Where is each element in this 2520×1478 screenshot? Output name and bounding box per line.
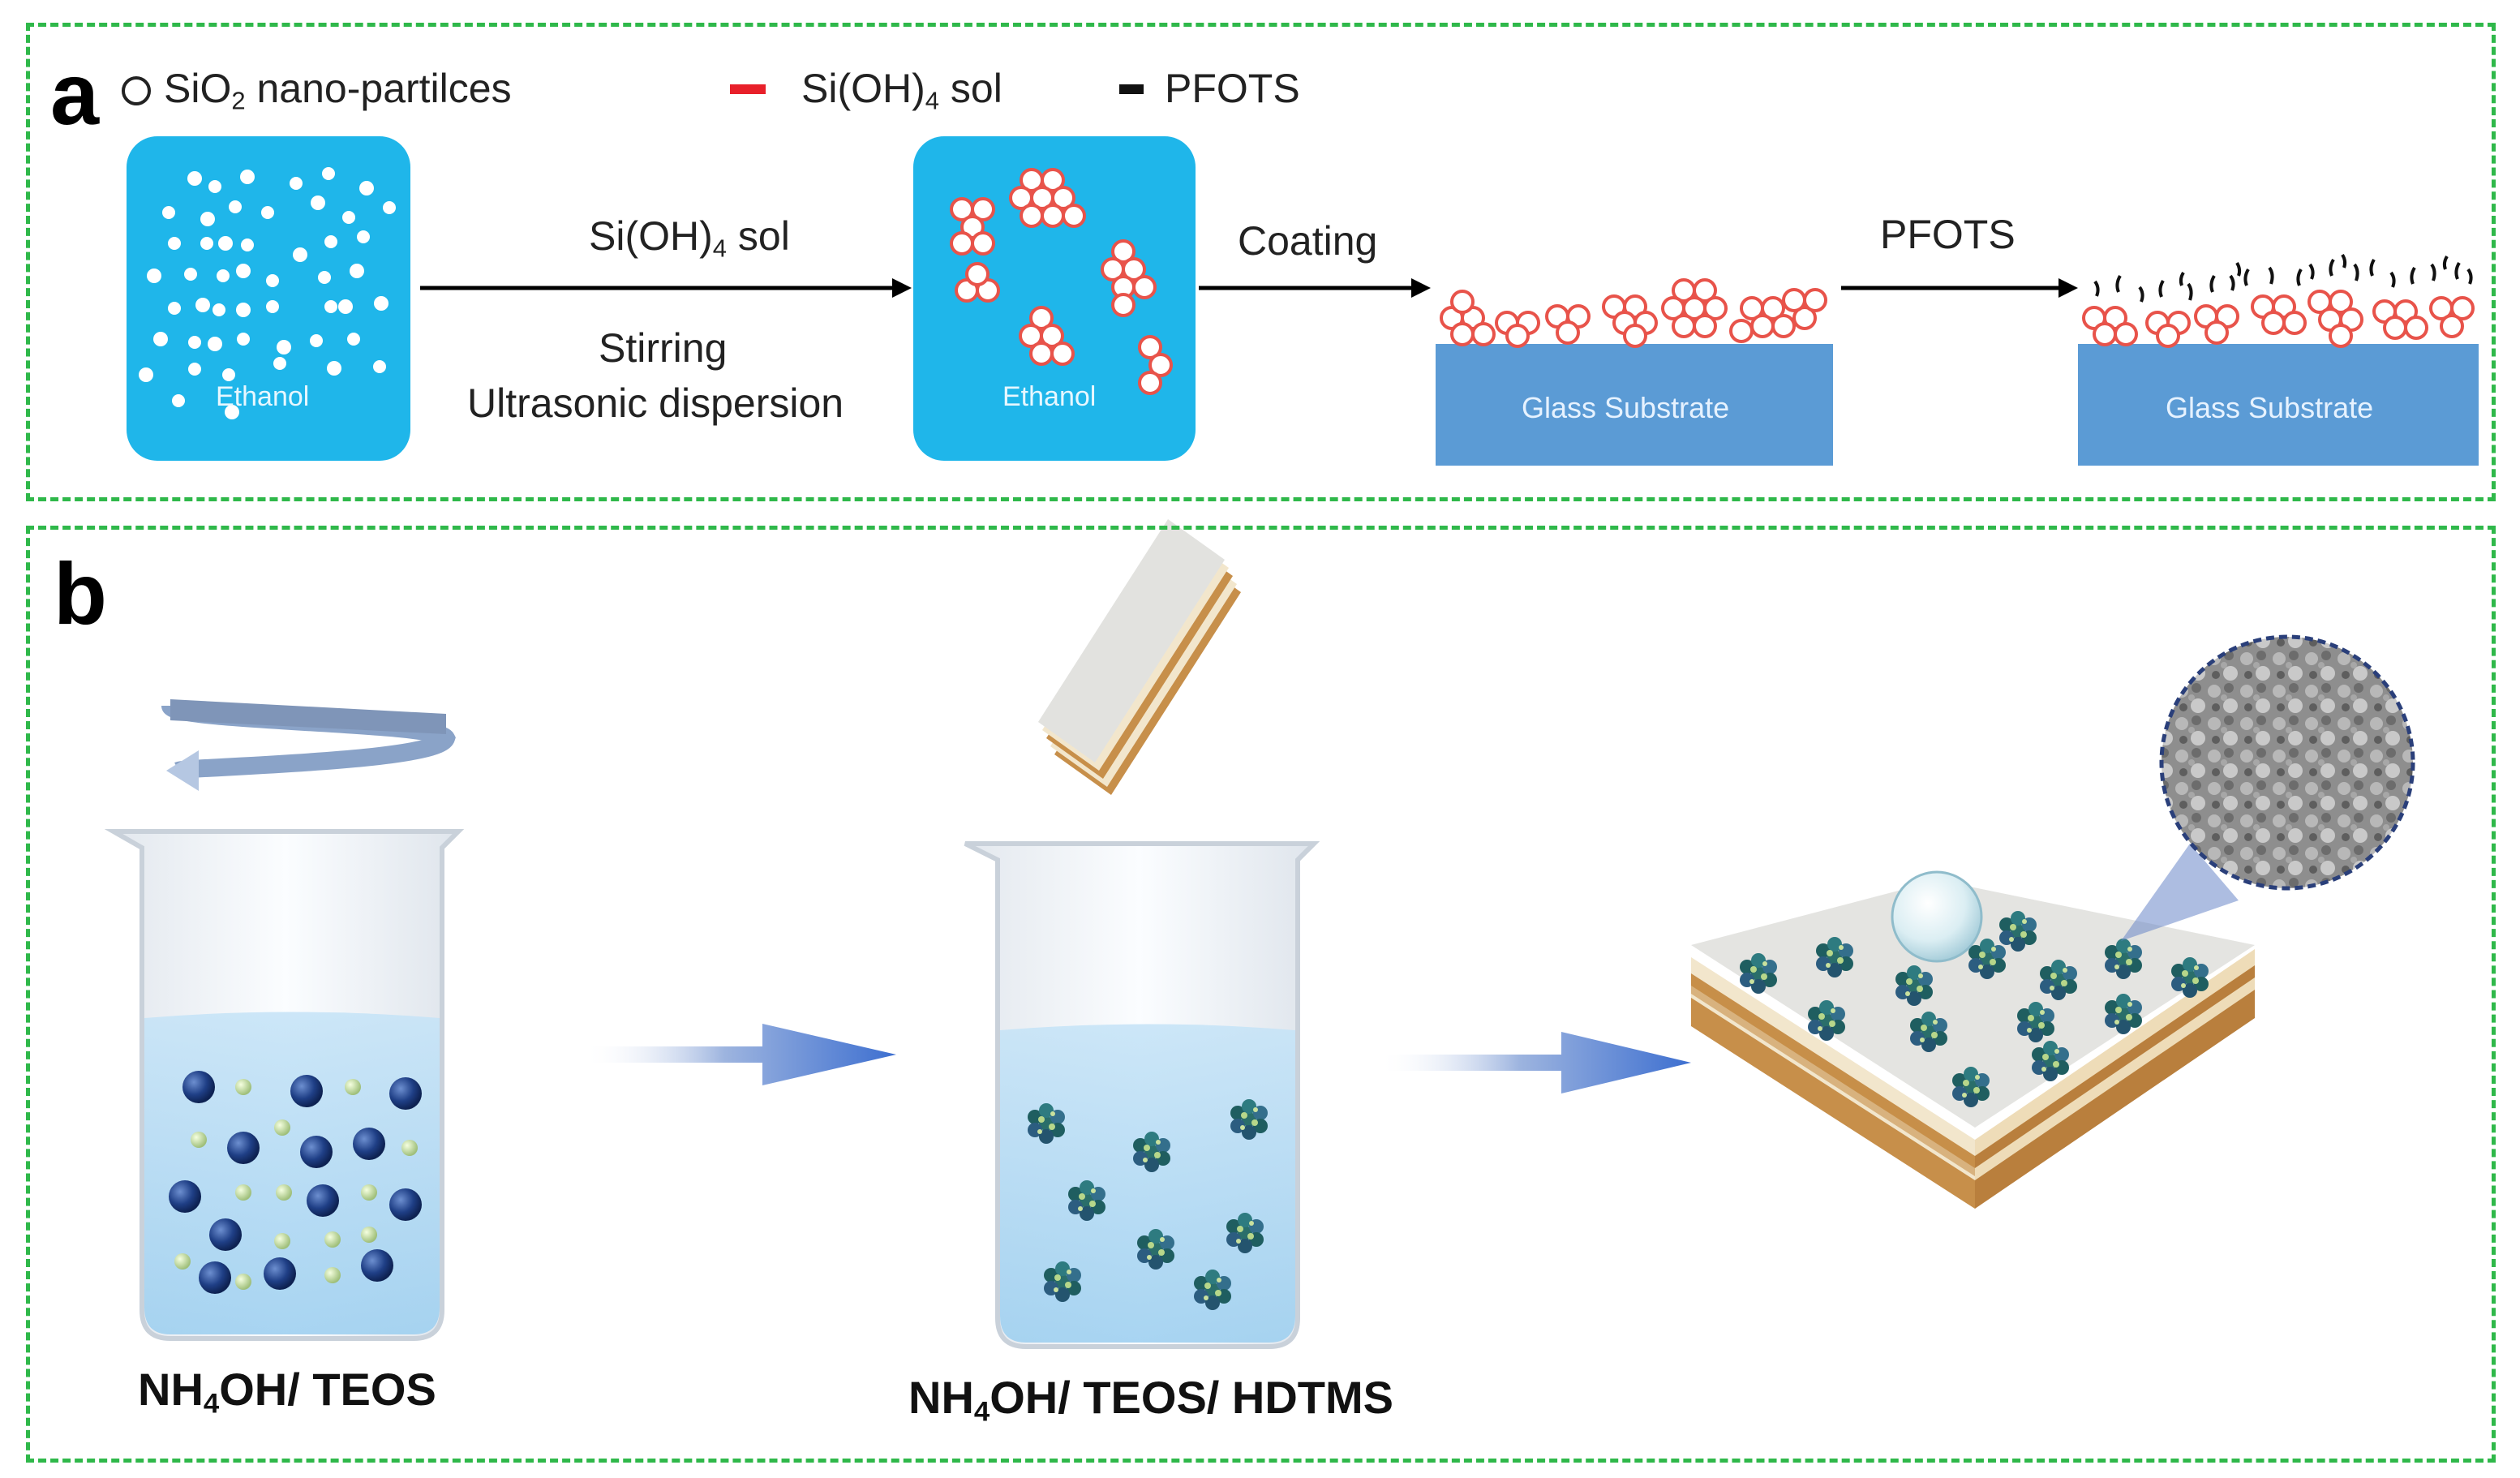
sem-image-inset [2159, 634, 2415, 891]
pfots-chains [2093, 253, 2473, 303]
arrow-2-label: Coating [1238, 218, 1378, 264]
wood-sample [1038, 519, 1241, 795]
glass-substrate-label-1: Glass Substrate [1522, 391, 1730, 424]
arrow-1-top-label: Si(OH)4 sol [589, 213, 790, 263]
zoom-wedge [2121, 844, 2239, 941]
panel-a [26, 23, 2496, 501]
red-dash-icon [730, 84, 766, 94]
arrow-1-bottom-label-2: Ultrasonic dispersion [467, 380, 844, 426]
beaker-2 [964, 841, 1320, 1349]
circle-icon [122, 76, 151, 105]
coated-particles-1 [1440, 278, 1827, 348]
ethanol-label-2: Ethanol [1002, 381, 1097, 412]
panel-a-label: a [50, 45, 100, 143]
ethanol-label-1: Ethanol [216, 381, 310, 412]
beaker-1-caption: NH4OH/ TEOS [138, 1364, 436, 1420]
legend-sioh4: Si(OH)4 sol [730, 68, 1002, 114]
glass-substrate-label-2: Glass Substrate [2166, 391, 2374, 424]
beaker-2-caption: NH4OH/ TEOS/ HDTMS [908, 1372, 1393, 1428]
arrow-3-label: PFOTS [1880, 212, 2016, 257]
glass-substrate-2 [2078, 344, 2479, 466]
rotation-arrow [161, 697, 456, 791]
beaker-1 [104, 829, 465, 1341]
process-arrow-2 [1379, 1032, 1691, 1093]
arrow-1-bottom-label-1: Stirring [599, 325, 728, 371]
legend-pfots: PFOTS [1119, 68, 1300, 109]
panel-b-label: b [54, 544, 107, 642]
black-dash-icon [1119, 84, 1144, 94]
process-arrow-1 [584, 1024, 896, 1085]
water-droplet [1891, 870, 1983, 963]
legend-sio2: SiO2 nano-partilces [122, 68, 512, 114]
sio2-particles [139, 167, 396, 419]
teos-particles [169, 1071, 422, 1294]
glass-substrate-1 [1436, 344, 1833, 466]
panel-b [26, 526, 2496, 1463]
ethanol-box-1 [127, 136, 410, 461]
